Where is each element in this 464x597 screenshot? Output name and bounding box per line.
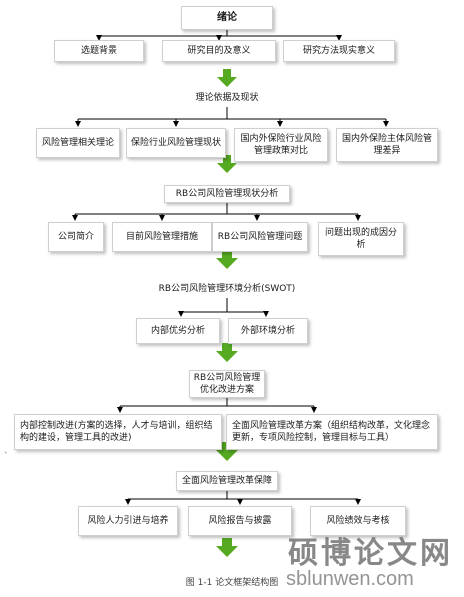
- node-guarantee-2: 风险报告与披露: [188, 506, 292, 536]
- node-status-1: 公司简介: [48, 222, 104, 252]
- watermark-text: 硕博论文网: [288, 536, 453, 571]
- node-intro: 绪论: [181, 6, 273, 30]
- node-guarantee: 全面风险管理改革保障: [176, 471, 278, 491]
- node-plan-1: 内部控制改进(方案的选择，人才与培训，组织结构的建设，管理工具的改进): [14, 414, 222, 450]
- node-theory-2: 保险行业风险管理现状: [126, 128, 226, 158]
- node-env-1: 内部优劣分析: [136, 318, 220, 344]
- node-theory-3: 国内外保险行业风险管理政策对比: [234, 128, 328, 162]
- watermark-url: sblunwen.com: [286, 568, 414, 590]
- figure-caption: 图 1-1 论文框架结构图: [185, 578, 279, 588]
- node-status-3: RB公司风险管理问题: [212, 222, 308, 252]
- node-env: RB公司风险管理环境分析(SWOT): [158, 284, 296, 294]
- stray-mark: `: [4, 452, 9, 462]
- node-status-4: 问题出现的成因分析: [318, 222, 404, 256]
- node-guarantee-3: 风险绩效与考核: [310, 506, 406, 536]
- flow-arrows: [216, 69, 238, 557]
- node-theory-1: 风险管理相关理论: [36, 128, 120, 158]
- node-plan-2: 全面风险管理改革方案（组织结构改革，文化理念更新，专项风险控制，管理目标与工具）: [226, 414, 438, 450]
- node-status-2: 目前风险管理措施: [112, 222, 212, 252]
- node-method: 研究方法现实意义: [283, 40, 395, 62]
- node-plan: RB公司风险管理优化改进方案: [189, 370, 265, 398]
- node-background: 选题背景: [54, 40, 144, 62]
- node-env-2: 外部环境分析: [228, 318, 308, 344]
- node-guarantee-1: 风险人力引进与培养: [78, 506, 178, 536]
- node-theory-4: 国内外保险主体风险管理差异: [336, 128, 438, 162]
- node-purpose: 研究目的及意义: [162, 40, 276, 62]
- node-status: RB公司风险管理现状分析: [164, 185, 290, 203]
- node-theory: 理论依据及现状: [195, 93, 259, 103]
